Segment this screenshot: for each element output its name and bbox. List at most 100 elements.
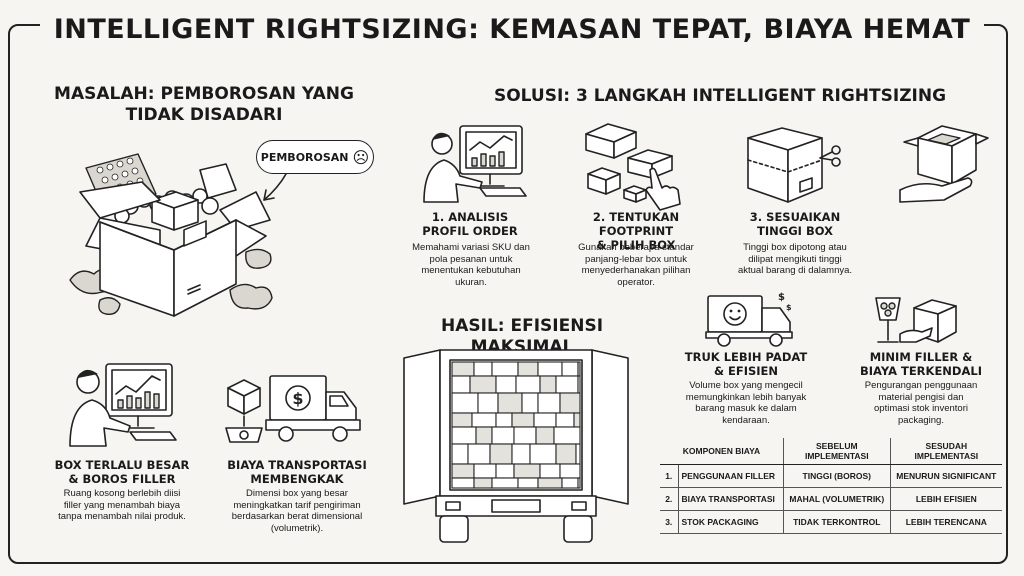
masalah-item-1-desc-line2: filler yang menambah biaya xyxy=(63,499,181,511)
hasil-item-1-title-line1: TRUK LEBIH PADAT xyxy=(684,350,808,364)
step-2-desc-line4: operator. xyxy=(617,276,655,288)
masalah-item-1-desc: Ruang kosong berlebih diisi filler yang … xyxy=(22,488,222,523)
dollar-sign-text-3: $ xyxy=(786,303,792,312)
masalah-item-2-title-line1: BIAYA TRANSPORTASI xyxy=(227,458,367,472)
hasil-item-2-desc-line3: optimasi stok inventori xyxy=(874,403,968,414)
scale-truck-icon: $ xyxy=(225,375,361,443)
header-sebelum-line2: IMPLEMENTASI xyxy=(804,451,869,461)
cargo-box-icon xyxy=(577,361,581,377)
hasil-item-2-desc: Pengurangan penggunaan material pengisi … xyxy=(846,380,996,426)
step-3-desc-line1: Tinggi box dipotong atau xyxy=(743,242,847,253)
filler-dispenser-box-icon xyxy=(875,297,957,343)
cargo-box-icon xyxy=(451,375,471,394)
row-2-sesudah: LEBIH EFISIEN xyxy=(889,487,1002,511)
row-2-num: 2. xyxy=(660,487,678,511)
header-sesudah-line2: IMPLEMENTASI xyxy=(914,451,979,461)
cargo-box-icon xyxy=(451,443,469,465)
bubble-arrow-icon xyxy=(263,173,287,201)
cargo-box-icon xyxy=(561,361,579,377)
hasil-item-1-desc-line3: barang masuk ke dalam xyxy=(695,403,797,414)
cargo-box-icon xyxy=(513,426,537,445)
row-2-sebelum: MAHAL (VOLUMETRIK) xyxy=(782,487,891,511)
step-3-title-line2: TINGGI BOX xyxy=(757,224,833,238)
cargo-box-icon xyxy=(555,375,579,394)
step-1-desc-line1: Memahami variasi SKU dan xyxy=(412,242,530,253)
step-3-desc-line2: dilipat mengikuti tinggi xyxy=(748,253,842,265)
step-2-desc: Gunakan beberapa standar panjang-lebar b… xyxy=(560,242,712,288)
masalah-heading: MASALAH: PEMBOROSAN YANG TIDAK DISADARI xyxy=(24,84,384,126)
cargo-box-icon xyxy=(559,392,581,414)
step-2-desc-line2: panjang-lebar box untuk xyxy=(585,253,687,265)
sad-face-icon: ☹ xyxy=(352,147,370,167)
cargo-box-icon xyxy=(555,412,575,428)
cargo-box-icon xyxy=(539,463,561,479)
person-computer-icon xyxy=(69,363,177,447)
masalah-item-1-title: BOX TERLALU BESAR & BOROS FILLER xyxy=(32,458,212,486)
masalah-item-1-title-line1: BOX TERLALU BESAR xyxy=(54,458,190,472)
pemborosan-bubble: PEMBOROSAN ☹ xyxy=(256,140,374,174)
box-selection-icon xyxy=(585,123,681,211)
row-3-sesudah: LEBIH TERENCANA xyxy=(889,510,1002,534)
cargo-box-icon xyxy=(559,463,581,479)
solusi-heading: SOLUSI: 3 LANGKAH INTELLIGENT RIGHTSIZIN… xyxy=(493,86,947,106)
hasil-item-1-title-line2: & EFISIEN xyxy=(713,364,779,378)
masalah-item-1-desc-line1: Ruang kosong berlebih diisi xyxy=(63,488,181,499)
cargo-box-icon xyxy=(521,392,539,414)
cargo-box-icon xyxy=(511,443,531,465)
cargo-box-icon xyxy=(473,463,497,479)
masalah-item-2-title-line2: MEMBENGKAK xyxy=(250,472,344,486)
masalah-item-2-desc: Dimensi box yang besar meningkatkan tari… xyxy=(202,488,392,534)
table-row: 2. BIAYA TRANSPORTASI MAHAL (VOLUMETRIK)… xyxy=(660,487,1002,511)
header-sesudah: SESUDAH IMPLEMENTASI xyxy=(889,438,1002,465)
pemborosan-bubble-text: PEMBOROSAN xyxy=(260,150,349,164)
cargo-box-icon xyxy=(473,361,493,377)
cargo-box-icon xyxy=(573,412,581,428)
cost-comparison-table: KOMPONEN BIAYA SEBELUM IMPLEMENTASI SESU… xyxy=(660,438,1002,534)
hasil-item-1-desc-line2: memungkinkan lebih banyak xyxy=(685,391,807,403)
row-3-sebelum: TIDAK TERKONTROL xyxy=(782,510,891,534)
cargo-box-icon xyxy=(467,443,491,465)
step-2-title-line2: & PILIH BOX xyxy=(596,238,676,252)
cargo-box-icon xyxy=(451,463,475,479)
step-1-title-line2: PROFIL ORDER xyxy=(422,224,518,238)
cargo-box-icon xyxy=(451,392,479,414)
cargo-box-icon xyxy=(537,392,561,414)
cargo-box-icon xyxy=(497,392,523,414)
step-3-desc: Tinggi box dipotong atau dilipat mengiku… xyxy=(720,242,870,277)
box-cut-scissors-icon xyxy=(747,127,841,203)
cargo-box-icon xyxy=(575,443,581,465)
dollar-sign-text-2: $ xyxy=(778,292,785,303)
step-3-title-line1: 3. SESUAIKAN xyxy=(749,210,841,224)
row-1-num: 1. xyxy=(660,464,678,488)
hasil-item-2-title-line2: BIAYA TERKENDALI xyxy=(860,364,982,378)
table-header-row: KOMPONEN BIAYA SEBELUM IMPLEMENTASI SESU… xyxy=(660,438,1002,465)
masalah-item-2-desc-line1: Dimensi box yang besar xyxy=(246,488,348,499)
cargo-box-icon xyxy=(553,426,581,445)
cargo-box-icon xyxy=(515,375,541,394)
happy-truck-icon: $ $ xyxy=(705,292,793,347)
step-1-title: 1. ANALISIS PROFIL ORDER xyxy=(410,210,530,238)
step-1-desc: Memahami variasi SKU dan pola pesanan un… xyxy=(398,242,544,288)
step-2-title-line1: 2. TENTUKAN FOOTPRINT xyxy=(592,210,680,238)
cargo-box-icon xyxy=(517,361,539,377)
cargo-box-icon xyxy=(577,477,581,489)
step-1-title-line1: 1. ANALISIS xyxy=(431,210,509,224)
row-1-sebelum: TINGGI (BOROS) xyxy=(782,464,891,488)
hasil-item-1-desc-line4: kendaraan. xyxy=(722,414,770,426)
cargo-box-icon xyxy=(451,426,477,445)
cargo-box-icon xyxy=(475,426,493,445)
row-1-komponen: PENGGUNAAN FILLER xyxy=(677,464,784,488)
cargo-box-icon xyxy=(511,412,535,428)
cargo-box-icon xyxy=(489,443,513,465)
masalah-item-1-title-line2: & BOROS FILLER xyxy=(68,472,176,486)
oversized-box-icon xyxy=(69,153,273,317)
hasil-item-2-desc-line2: material pengisi dan xyxy=(878,391,964,403)
cargo-box-icon xyxy=(535,426,555,445)
cargo-box-icon xyxy=(491,477,519,489)
masalah-item-2-desc-line4: (volumetrik). xyxy=(270,522,324,534)
masalah-heading-line1: MASALAH: PEMBOROSAN YANG xyxy=(54,84,354,104)
header-komponen: KOMPONEN BIAYA xyxy=(660,438,784,465)
cargo-box-icon xyxy=(555,443,577,465)
cargo-box-icon xyxy=(495,463,515,479)
step-1-desc-line3: menentukan kebutuhan xyxy=(421,265,521,276)
